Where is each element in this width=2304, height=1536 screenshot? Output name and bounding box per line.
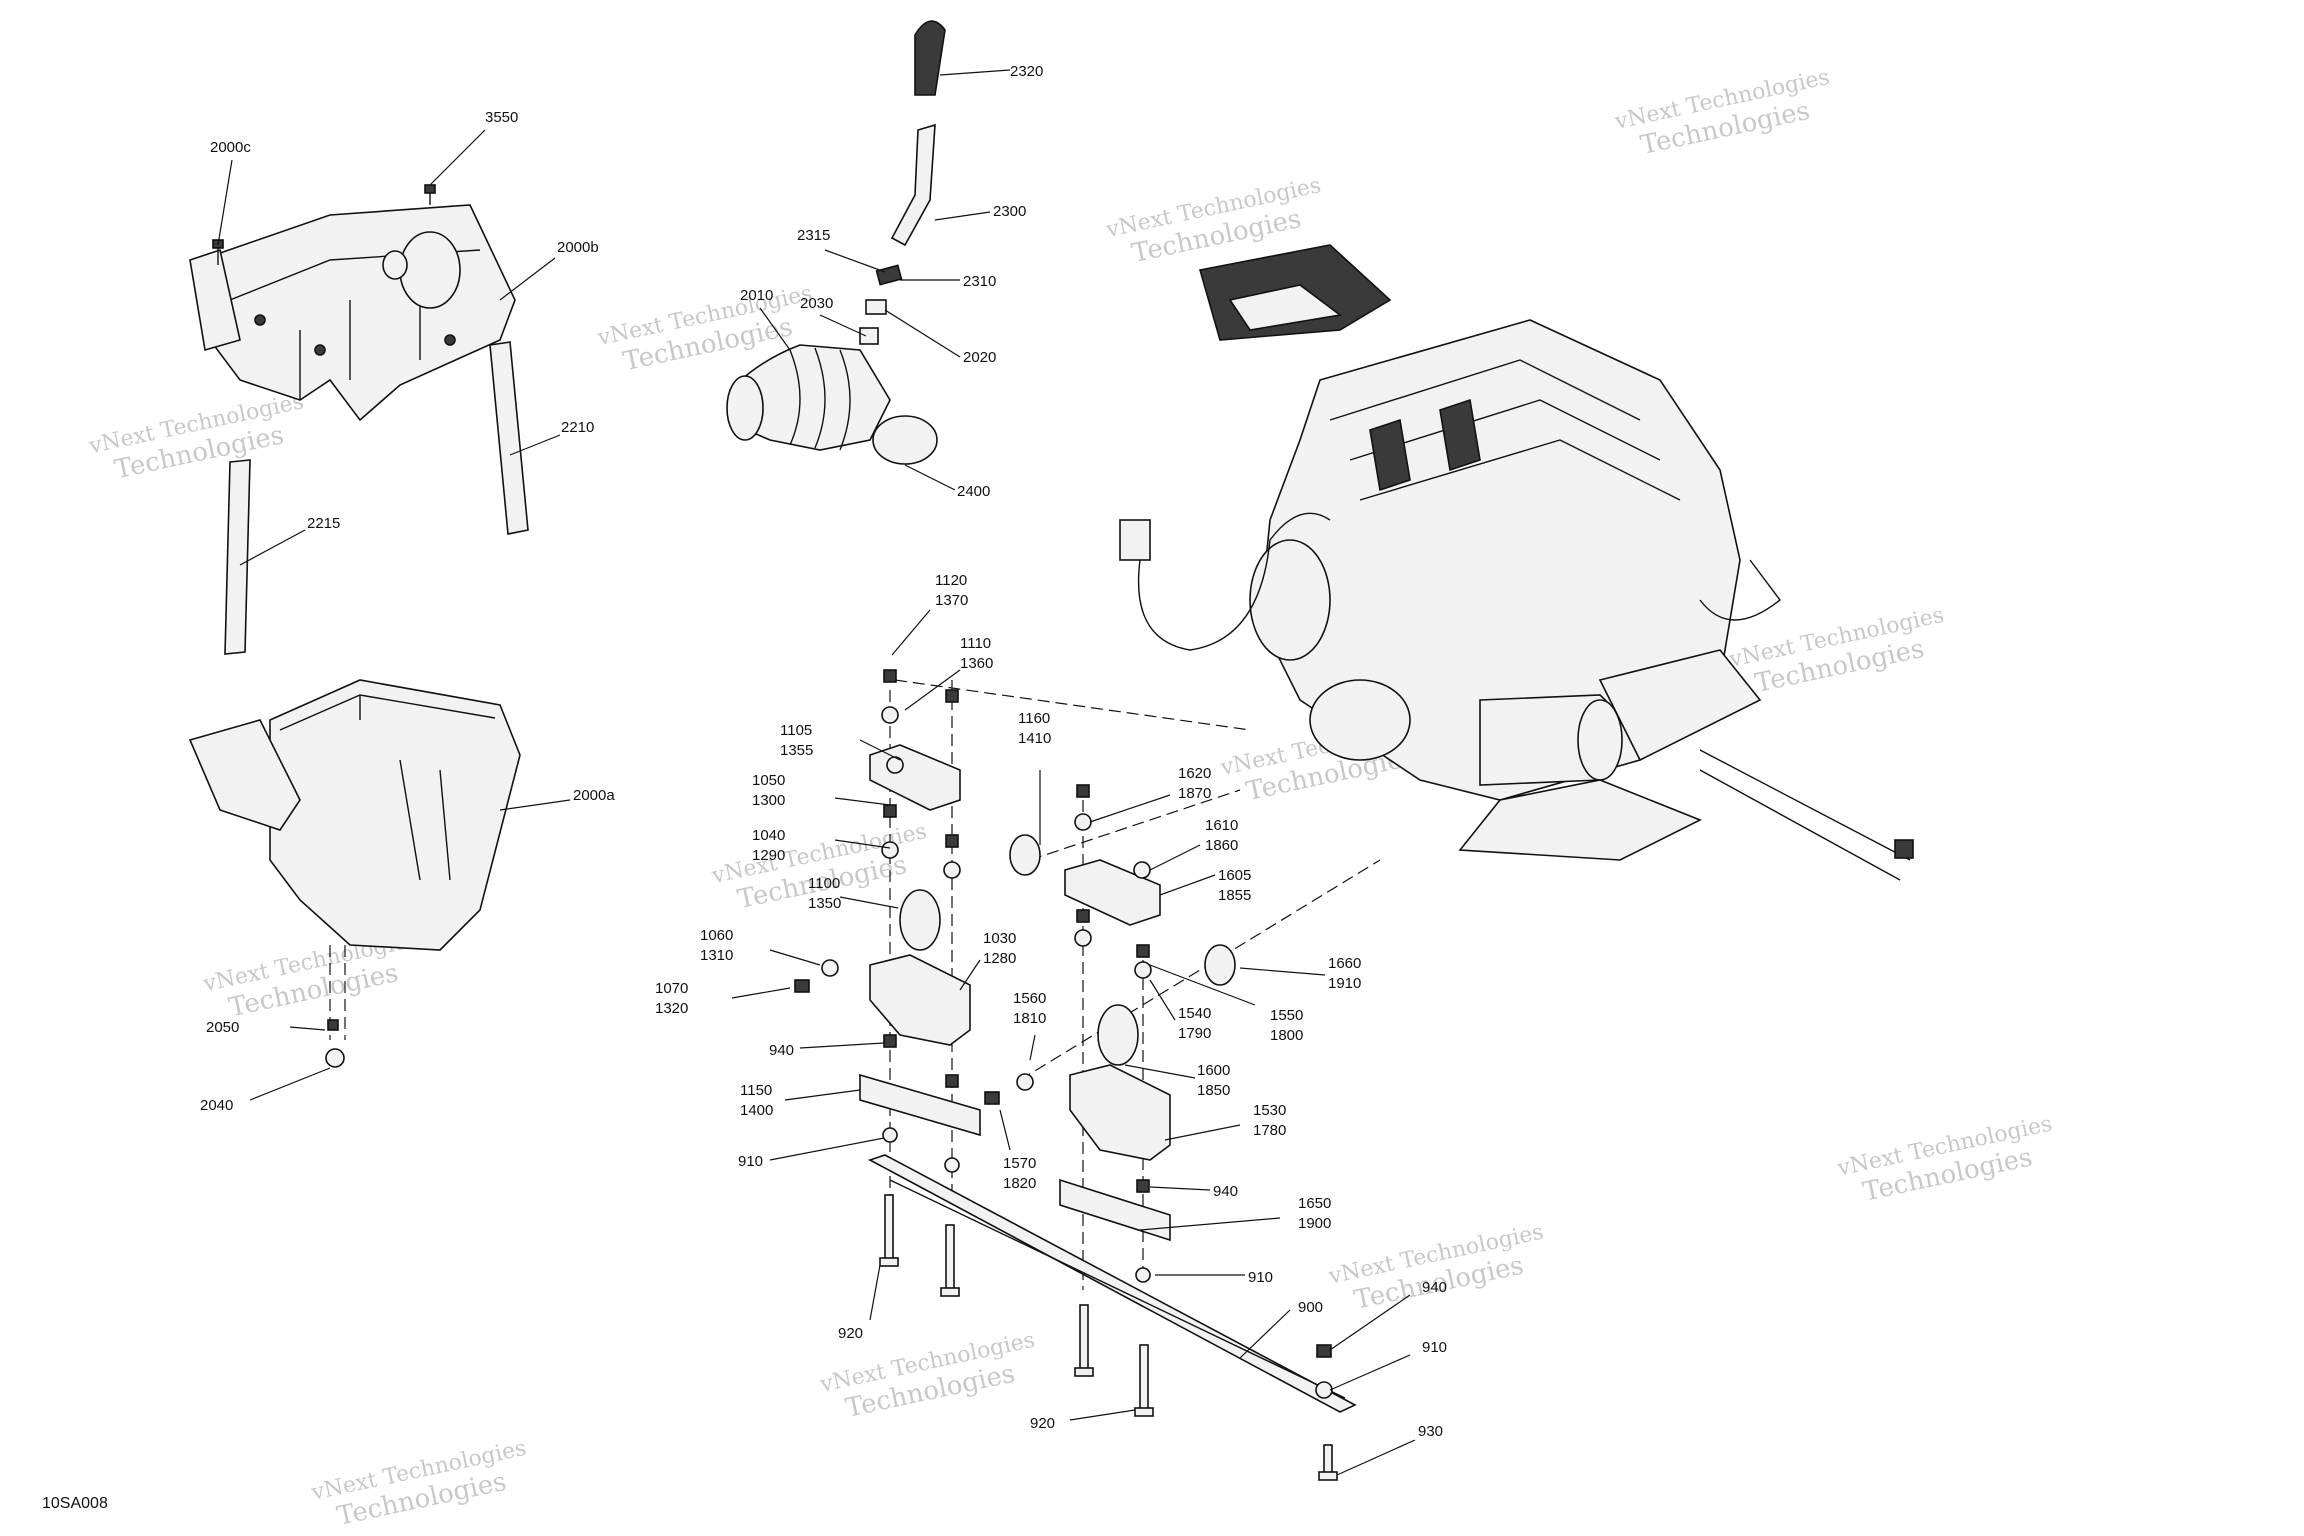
callout-2040: 2040 bbox=[200, 1097, 233, 1114]
callout-2400: 2400 bbox=[957, 483, 990, 500]
intake-adapter-part bbox=[726, 344, 938, 465]
callout-900: 900 bbox=[1298, 1299, 1323, 1316]
callout-940: 940 bbox=[769, 1042, 794, 1059]
diagram-code: 10SA008 bbox=[42, 1495, 108, 1512]
callout-2000b: 2000b bbox=[557, 239, 599, 256]
rear-mount-stack bbox=[984, 784, 1333, 1399]
airbox-lower-part bbox=[188, 679, 521, 1068]
callout-2215: 2215 bbox=[307, 515, 340, 532]
mount-rail-part bbox=[867, 1154, 1357, 1413]
callout-2310: 2310 bbox=[963, 273, 996, 290]
bolt-part bbox=[879, 1194, 1338, 1481]
leader-lines bbox=[217, 69, 1416, 1476]
engine-assembly-part bbox=[1119, 244, 1914, 881]
callout-940: 940 bbox=[1213, 1183, 1238, 1200]
callout-2320: 2320 bbox=[1010, 63, 1043, 80]
callout-2000a: 2000a bbox=[573, 787, 615, 804]
callout-910: 910 bbox=[1422, 1339, 1447, 1356]
callout-2010: 2010 bbox=[740, 287, 773, 304]
callout-2315: 2315 bbox=[797, 227, 830, 244]
breather-hose-part bbox=[859, 20, 946, 345]
front-mount-stack bbox=[794, 669, 981, 1173]
callout-910: 910 bbox=[738, 1153, 763, 1170]
callout-940: 940 bbox=[1422, 1279, 1447, 1296]
callout-930: 930 bbox=[1418, 1423, 1443, 1440]
callout-2030: 2030 bbox=[800, 295, 833, 312]
callout-2050: 2050 bbox=[206, 1019, 239, 1036]
callout-2000c: 2000c bbox=[210, 139, 251, 156]
callout-910: 910 bbox=[1248, 1269, 1273, 1286]
callout-920: 920 bbox=[1030, 1415, 1055, 1432]
callout-labels: 2320 3550 2000c 2300 2315 2310 2000b 201… bbox=[200, 63, 1447, 1440]
callout-2300: 2300 bbox=[993, 203, 1026, 220]
callout-2020: 2020 bbox=[963, 349, 996, 366]
airbox-cover-part bbox=[189, 204, 516, 422]
callout-920: 920 bbox=[838, 1325, 863, 1342]
strap-part bbox=[224, 341, 529, 655]
callout-3550: 3550 bbox=[485, 109, 518, 126]
callout-2210: 2210 bbox=[561, 419, 594, 436]
